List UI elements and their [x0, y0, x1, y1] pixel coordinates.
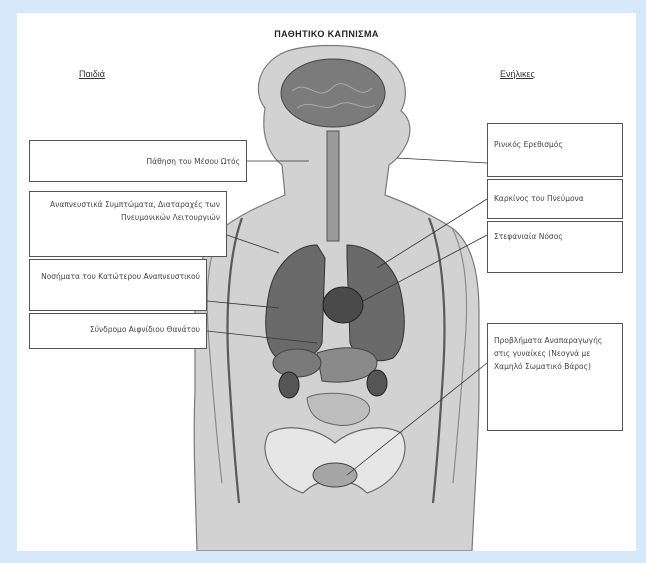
kidneys-icon — [279, 372, 299, 398]
column-heading-adults: Ενήλικες — [500, 69, 535, 79]
frame-top — [0, 0, 646, 13]
kidney-right — [367, 370, 387, 396]
pelvic-organ — [313, 463, 357, 487]
frame-right — [636, 0, 646, 563]
label-lung-cancer: Καρκίνος του Πνεύμονα — [487, 179, 623, 219]
trachea — [327, 131, 339, 241]
frame-bottom — [0, 551, 646, 563]
diagram-title: ΠΑΘΗΤΙΚΟ ΚΑΠΝΙΣΜΑ — [17, 29, 636, 39]
leader-nasal-irritation — [397, 158, 487, 163]
brain-icon — [281, 59, 385, 127]
label-respiratory-symptoms: Αναπνευστικά Συμπτώματα, Διαταραχές των … — [29, 191, 227, 257]
frame-left — [0, 0, 17, 563]
column-heading-children: Παιδιά — [79, 69, 105, 79]
label-middle-ear-disease: Πάθηση του Μέσου Ωτός — [29, 140, 247, 182]
label-sudden-infant-death: Σύνδρομο Αιφνίδιου Θανάτου — [29, 313, 207, 349]
label-lower-respiratory-diseases: Νοσήματα του Κατώτερου Αναπνευστικού — [29, 259, 207, 311]
label-nasal-irritation: Ρινικός Ερεθισμός — [487, 123, 623, 177]
label-reproductive-problems: Προβλήματα Αναπαραγωγής στις γυναίκες (Ν… — [487, 323, 623, 431]
label-coronary-disease: Στεφανιαία Νόσος — [487, 221, 623, 273]
liver — [273, 349, 321, 377]
heart-icon — [323, 287, 363, 323]
diagram-page: ΠΑΘΗΤΙΚΟ ΚΑΠΝΙΣΜΑ Παιδιά Ενήλικες Πάθηση… — [17, 13, 636, 551]
